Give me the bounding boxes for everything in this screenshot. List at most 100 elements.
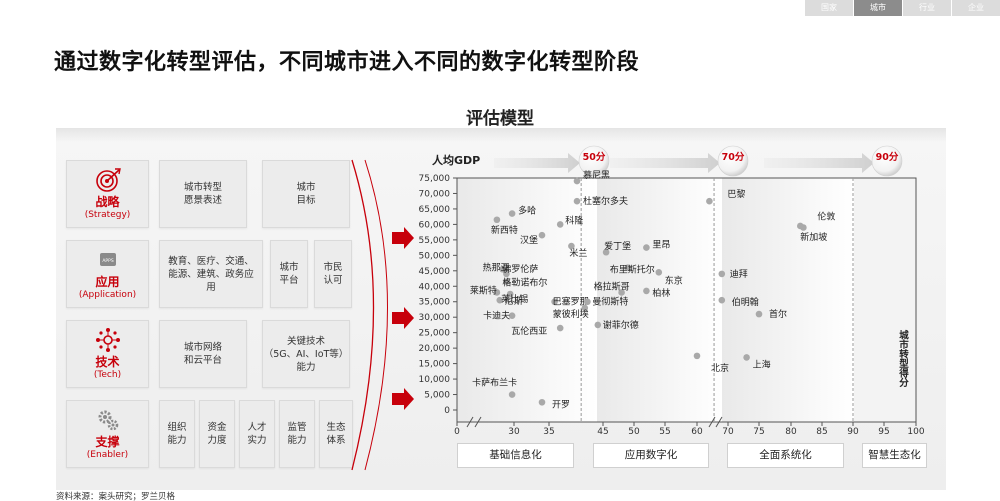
y-tick-label: 60,000: [419, 220, 451, 230]
data-label: 慕尼黑: [583, 169, 610, 181]
data-label: 瓦伦西亚: [511, 325, 547, 337]
data-point: [508, 312, 516, 319]
item-key-tech: 关键技术 （5G、AI、IoT等） 能力: [262, 320, 350, 388]
data-point: [503, 270, 510, 278]
data-point: [584, 298, 591, 306]
tab-enterprise[interactable]: 企业: [952, 0, 1000, 16]
data-label: 卡迪夫: [483, 310, 510, 322]
data-label: 北京: [711, 362, 729, 374]
stage-smart-ecosystem: 智慧生态化: [862, 443, 927, 468]
y-tick-label: 65,000: [419, 205, 451, 215]
data-label: 谢菲尔德: [603, 319, 639, 331]
bracket-curve: [351, 159, 375, 471]
gears-icon: [98, 410, 118, 431]
data-point: [573, 177, 581, 185]
model-title: 评估模型: [466, 109, 534, 129]
y-tick-label: 70,000: [419, 189, 451, 199]
data-point: [493, 216, 501, 224]
data-label: 莱斯特: [470, 284, 497, 296]
data-point: [693, 352, 701, 360]
category-enabler: 支撑 (Enabler): [66, 400, 149, 468]
data-label: 曼彻斯特: [592, 296, 628, 308]
data-point: [743, 354, 750, 361]
data-label: 首尔: [769, 308, 787, 320]
data-label: 热那亚: [483, 261, 510, 273]
data-point: [508, 210, 516, 217]
x-tick-label: 30: [508, 427, 520, 437]
y-tick-label: 15,000: [419, 360, 451, 370]
y-tick-label: 5,000: [424, 391, 450, 401]
plot-frame: [456, 177, 917, 423]
tab-country[interactable]: 国家: [805, 0, 853, 16]
data-label: 开罗: [552, 399, 570, 410]
item-vision: 城市转型 愿景表述: [159, 160, 247, 228]
data-label: 格勒诺布尔: [502, 277, 547, 289]
x-tick-label: 75: [753, 427, 764, 437]
data-point: [755, 310, 763, 318]
data-label: 杜塞尔多夫: [583, 195, 628, 207]
network-icon: [95, 328, 120, 352]
y-axis-label: 人均GDP: [432, 154, 481, 167]
data-point: [508, 391, 516, 398]
y-tick-label: 75,000: [419, 174, 451, 184]
data-label: 新西特: [491, 224, 518, 236]
stage-band: [722, 178, 854, 422]
source-note: 资料来源：案头研究；罗兰贝格: [56, 492, 176, 501]
x-tick-label: 95: [878, 427, 889, 437]
axis-break-mark: [715, 416, 723, 428]
stage-band: [854, 178, 916, 422]
data-label: 卡萨布兰卡: [472, 377, 517, 389]
data-label: 科隆: [565, 214, 583, 226]
data-point: [551, 298, 558, 306]
x-tick-label: 35: [543, 427, 554, 437]
threshold-ball: [578, 145, 610, 177]
data-point: [538, 231, 546, 239]
category-english: (Tech): [93, 370, 122, 380]
data-label: 多哈: [518, 205, 536, 217]
data-point: [797, 222, 804, 230]
axis-break-mark: [708, 416, 716, 428]
tab-city[interactable]: 城市: [854, 0, 902, 16]
item-ecosystem: 生态 体系: [319, 400, 353, 468]
item-organization: 组织 能力: [159, 400, 195, 468]
arrow-right-icon: [392, 227, 414, 410]
data-point: [499, 265, 506, 273]
data-point: [573, 197, 581, 205]
data-point: [718, 296, 726, 304]
data-point: [618, 289, 625, 296]
x-tick-label: 45: [597, 427, 608, 437]
y-tick-label: 45,000: [419, 267, 451, 277]
top-tabs: 国家 城市 行业 企业: [805, 0, 1000, 16]
x-axis-label: 城市转型得分: [897, 330, 908, 387]
data-point: [643, 244, 650, 251]
data-point: [496, 296, 504, 304]
category-name: 支撑: [95, 435, 120, 449]
data-label: 伯明翰: [732, 296, 759, 308]
item-sector-apps: 教育、医疗、交通、 能源、建筑、政务应 用: [159, 240, 263, 308]
axis-break-mark: [466, 416, 474, 428]
category-english: (Enabler): [86, 450, 129, 460]
item-regulation: 监管 能力: [279, 400, 315, 468]
progress-arrow: [494, 153, 580, 173]
progress-arrow: [764, 153, 874, 173]
data-point: [538, 398, 546, 406]
data-point: [568, 242, 575, 250]
data-label: 布里斯托尔: [610, 264, 655, 276]
item-city-platform: 城市 平台: [270, 240, 308, 308]
data-label: 蒙彼利埃: [553, 308, 589, 320]
tab-industry[interactable]: 行业: [903, 0, 951, 16]
data-point: [556, 221, 564, 228]
x-tick-label: 85: [816, 427, 827, 437]
y-tick-label: 0: [444, 406, 450, 416]
apps-icon: APPS: [99, 253, 116, 266]
data-label: 新加坡: [800, 231, 827, 243]
data-point: [602, 248, 610, 256]
y-tick-label: 50,000: [419, 251, 451, 261]
item-funding: 资金 力度: [199, 400, 235, 468]
bracket-curve: [364, 159, 388, 471]
data-label: 迪拜: [730, 268, 748, 280]
data-point: [493, 289, 501, 296]
category-name: 战略: [95, 195, 120, 209]
x-tick-label: 0: [454, 427, 460, 437]
y-tick-label: 25,000: [419, 329, 451, 339]
